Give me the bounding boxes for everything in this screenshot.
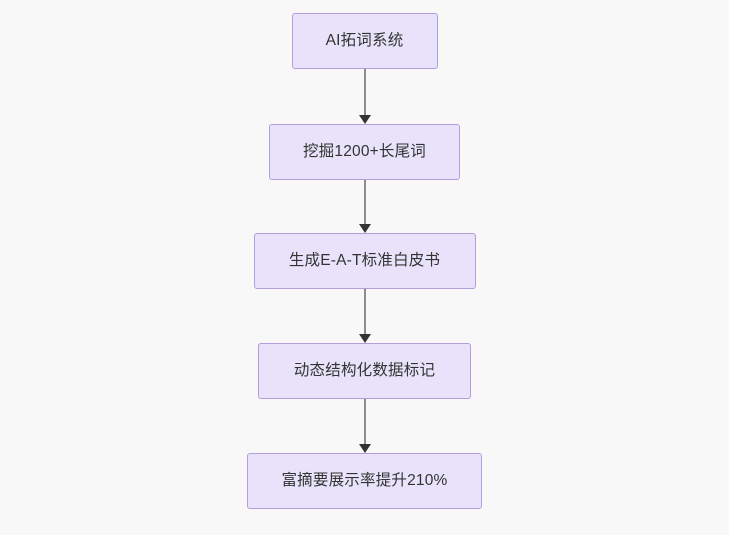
flow-node-label: 动态结构化数据标记: [293, 362, 436, 380]
arrow-head-icon: [358, 334, 371, 343]
arrow-head-icon: [358, 115, 371, 124]
flow-arrow-2: [358, 180, 372, 233]
flow-node-rich-snippet-impression-uplift[interactable]: 富摘要展示率提升210%: [247, 453, 482, 509]
flow-arrow-4: [358, 399, 372, 453]
arrow-head-icon: [358, 444, 371, 453]
flow-arrow-1: [358, 69, 372, 124]
flow-node-dynamic-structured-data-markup[interactable]: 动态结构化数据标记: [258, 343, 471, 399]
flow-node-label: AI拓词系统: [325, 32, 404, 50]
arrow-line-icon: [363, 289, 366, 335]
arrow-head-icon: [358, 224, 371, 233]
flow-node-label: 生成E-A-T标准白皮书: [288, 252, 441, 270]
flow-node-label: 挖掘1200+长尾词: [302, 143, 427, 161]
flow-node-ai-keyword-system[interactable]: AI拓词系统: [291, 13, 438, 69]
flow-node-mine-longtail-keywords[interactable]: 挖掘1200+长尾词: [269, 124, 460, 180]
flow-node-generate-eat-whitepaper[interactable]: 生成E-A-T标准白皮书: [253, 233, 476, 289]
arrow-line-icon: [363, 399, 366, 445]
arrow-line-icon: [363, 69, 366, 116]
arrow-line-icon: [363, 180, 366, 225]
flow-arrow-3: [358, 289, 372, 343]
flow-node-label: 富摘要展示率提升210%: [281, 472, 448, 490]
